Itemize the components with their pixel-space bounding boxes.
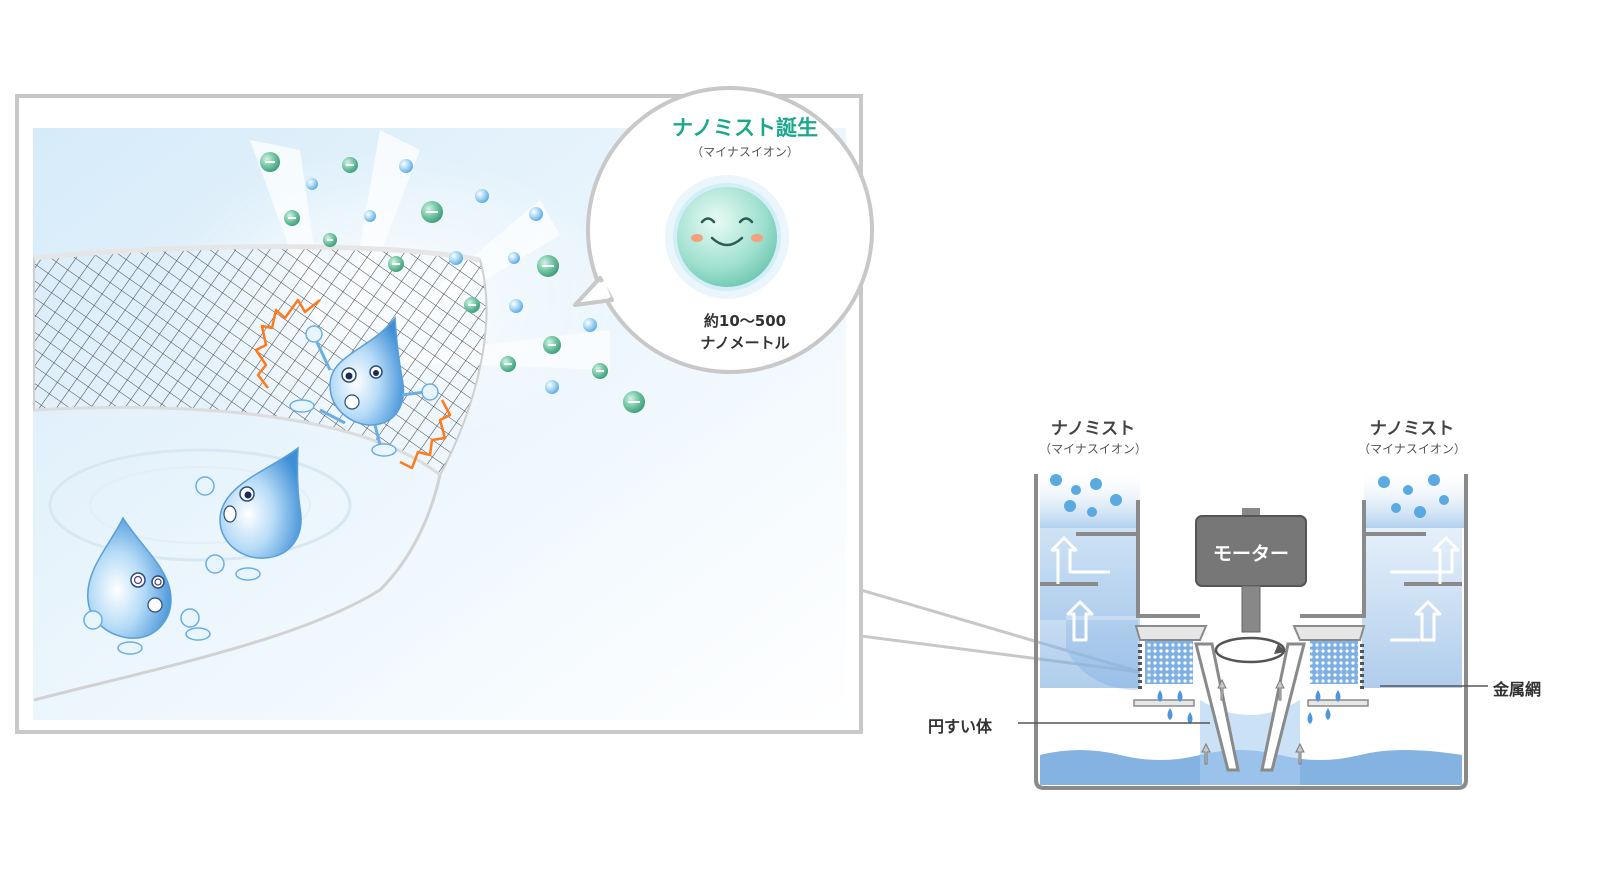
mist-particle-icon [529,207,543,221]
ion-particles [260,152,645,413]
mist-particle-icon [583,318,597,332]
cone-label: 円すい体 [928,717,993,736]
left-mist-subtitle: （マイナスイオン） [1039,442,1147,456]
negative-ion-icon [543,336,561,354]
left-mist-title: ナノミスト [1050,419,1136,439]
particle-size-label: 約10～500 [703,312,787,330]
mist-particle-icon [509,299,523,313]
impact-marks [254,298,452,470]
small-flow-arrows [1201,678,1305,765]
motor-label: モーター [1212,543,1290,565]
right-mist-subtitle: （マイナスイオン） [1358,442,1466,456]
metal-mesh-label: 金属網 [1493,680,1542,699]
water-drop-character-on-mesh [289,315,439,457]
nanomist-birth-title: ナノミスト誕生 [672,116,818,140]
mist-particle-icon [364,210,376,222]
mist-particle-icon [306,178,318,190]
negative-ion-icon [500,356,516,372]
negative-ion-icon [284,210,300,226]
negative-ion-icon [421,201,443,223]
upward-flow-arrow-icon [1050,536,1460,642]
negative-ion-icon [464,297,480,313]
mist-particle-icon [508,252,520,264]
negative-ion-subtitle: （マイナスイオン） [691,145,799,159]
mist-ion-icons [1050,474,1449,518]
negative-ion-icon [592,363,608,379]
nanomist-callout-bubble [573,86,874,374]
humidifier-cross-section [1018,468,1488,790]
mist-particle-icon [545,380,559,394]
mist-particle-icon [399,159,413,173]
negative-ion-icon [623,391,645,413]
smiling-ion-icon [665,175,789,299]
particle-size-unit: ナノメートル [700,334,790,352]
negative-ion-icon [323,233,337,247]
negative-ion-icon [260,152,280,172]
water-drop-character-dizzy [83,516,211,655]
negative-ion-icon [537,255,559,277]
negative-ion-icon [388,256,404,272]
mist-particle-icon [449,251,463,265]
mist-particle-icon [475,189,489,203]
water-drop-character-spinning [195,446,302,581]
motor-block [1195,508,1307,633]
rotation-arrow-icon [1214,636,1286,664]
negative-ion-icon [342,157,358,173]
right-mist-title: ナノミスト [1369,419,1455,439]
droplet-icons [1157,690,1341,724]
